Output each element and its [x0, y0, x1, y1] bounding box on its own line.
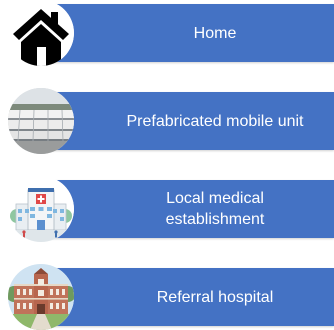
- level-label-local-medical: Local medical establishment: [165, 190, 265, 228]
- level-row-referral-hospital: Referral hospital: [0, 264, 334, 330]
- clinic-building-icon: [8, 176, 74, 242]
- level-row-mobile-unit: Prefabricated mobile unit: [0, 88, 334, 154]
- level-box-home: Home: [40, 4, 334, 62]
- mobile-unit-photo-icon: [8, 88, 74, 154]
- level-label-home: Home: [193, 24, 237, 42]
- level-box-local-medical: Local medical establishment: [40, 180, 334, 238]
- level-label-referral-hospital: Referral hospital: [156, 288, 274, 306]
- level-label-mobile-unit: Prefabricated mobile unit: [126, 112, 304, 130]
- house-icon: [8, 0, 74, 66]
- level-box-referral-hospital: Referral hospital: [40, 268, 334, 326]
- level-box-mobile-unit: Prefabricated mobile unit: [40, 92, 334, 150]
- hospital-building-icon: [8, 264, 74, 330]
- level-row-local-medical: Local medical establishment: [0, 176, 334, 242]
- level-row-home: Home: [0, 0, 334, 66]
